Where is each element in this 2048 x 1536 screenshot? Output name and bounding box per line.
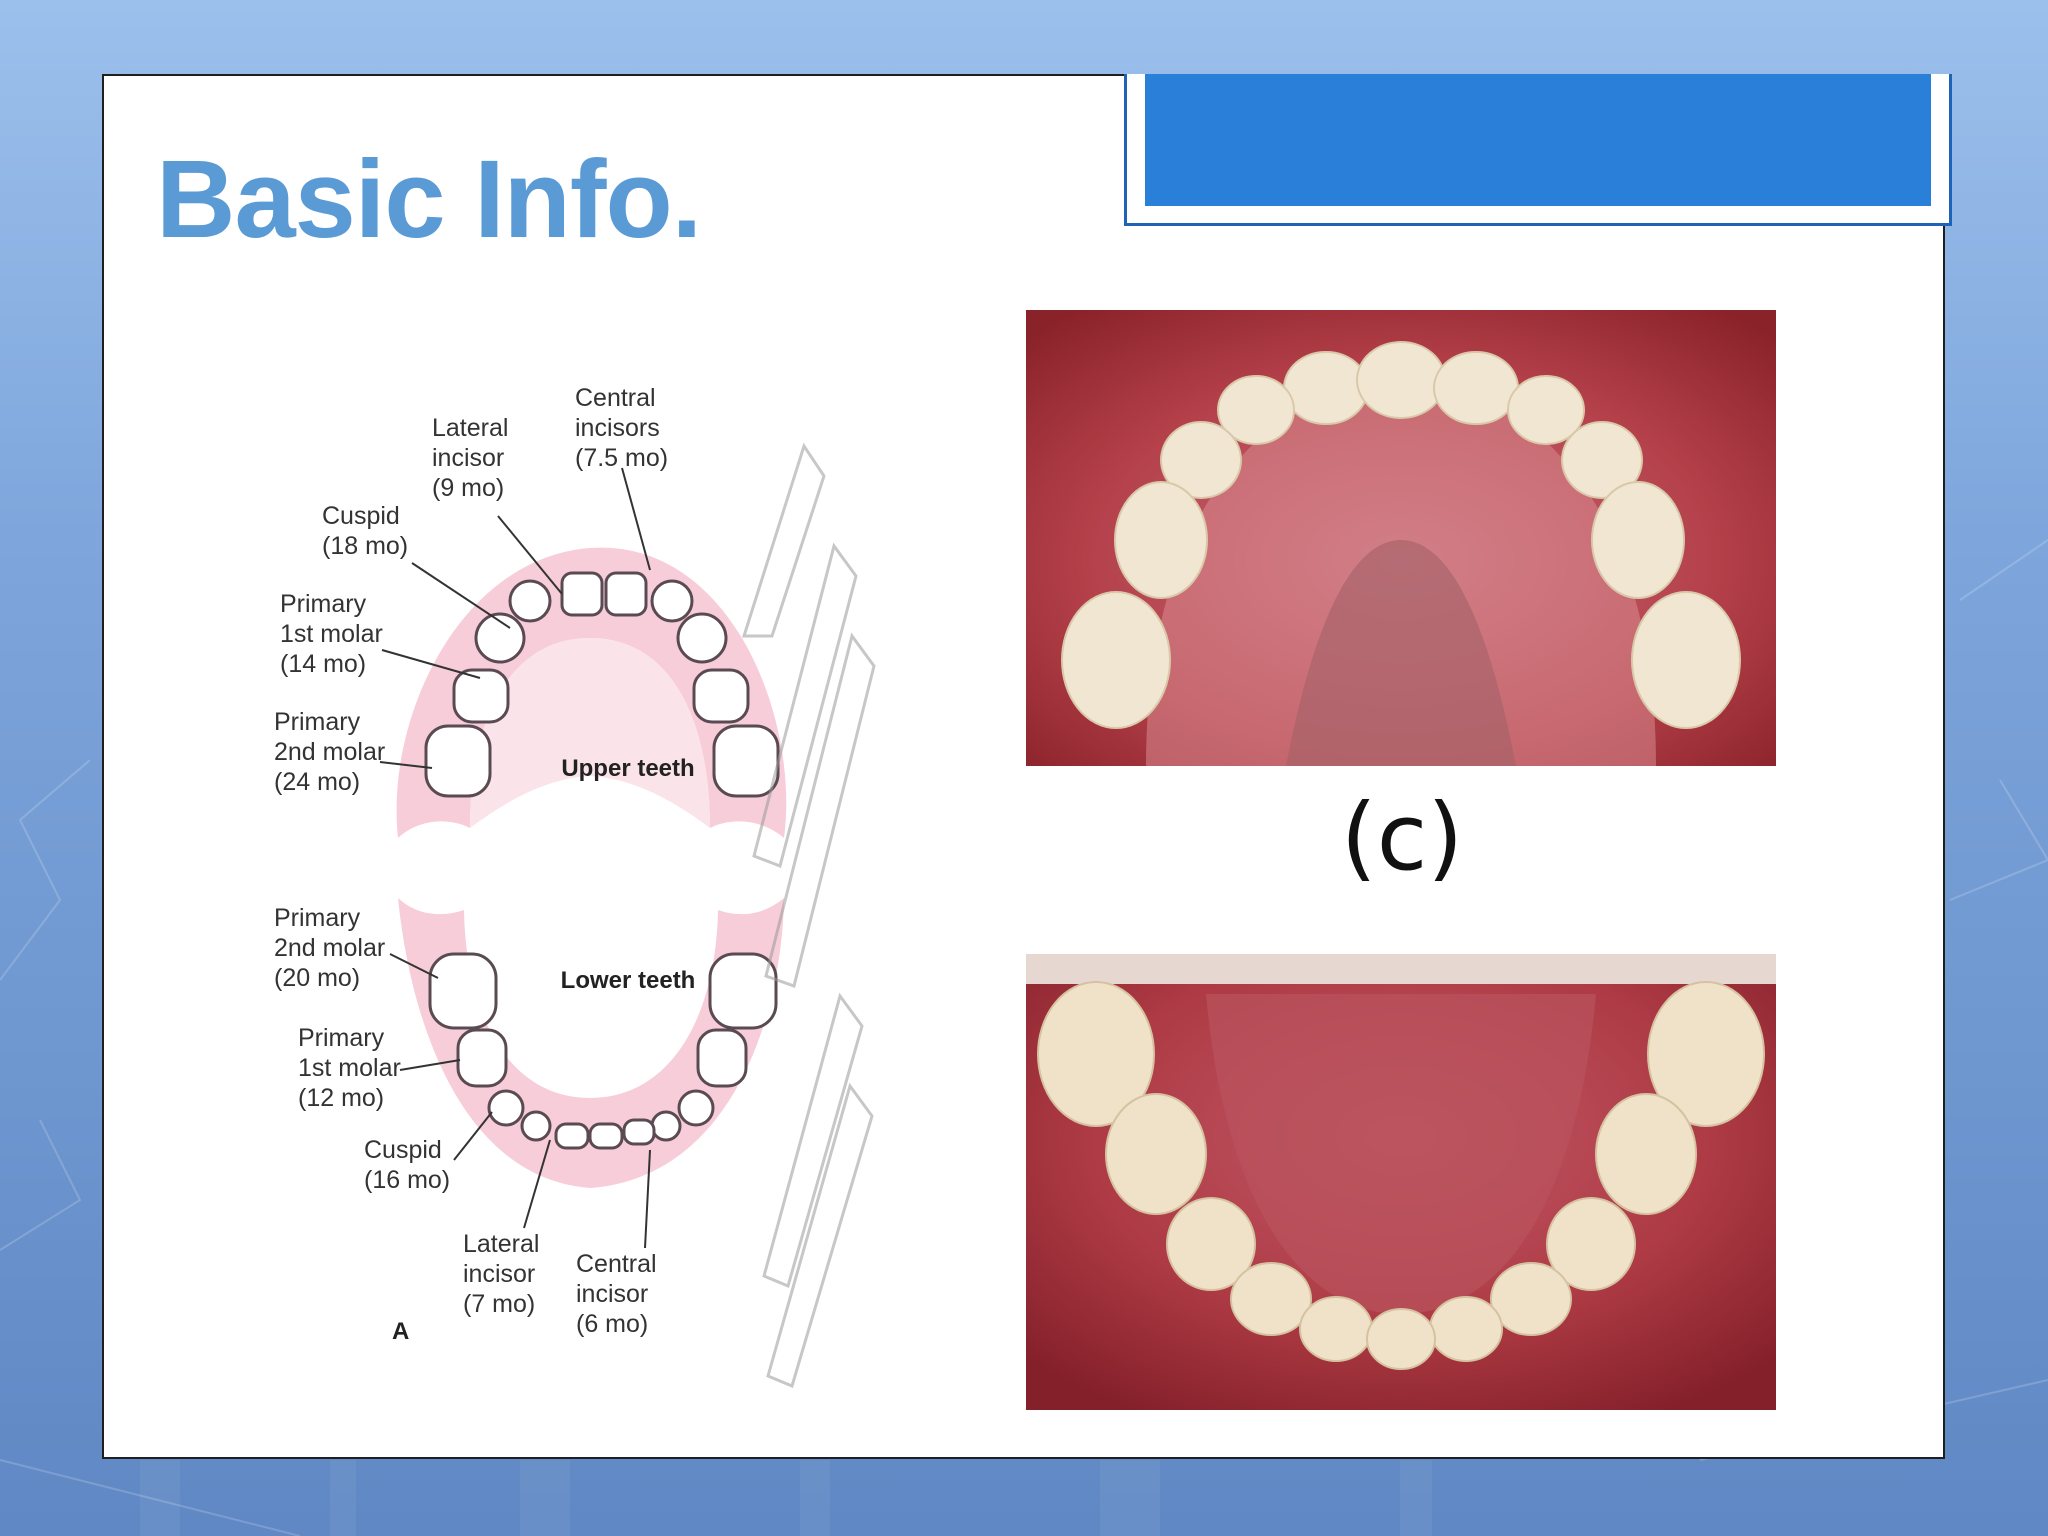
lower-teeth xyxy=(428,952,778,1150)
slide-panel: Basic Info. xyxy=(102,74,1952,1459)
upper-tooth-label-line: Central xyxy=(575,384,656,412)
upper-teeth xyxy=(424,571,780,798)
upper-tooth-label-line: incisors xyxy=(575,414,660,442)
header-box-fill xyxy=(1145,74,1931,206)
upper-tooth-label-2: Cuspid(18 mo) xyxy=(322,502,408,560)
header-box xyxy=(1124,74,1952,226)
leader-lines xyxy=(379,467,651,1249)
lower-tooth-label-line: Lateral xyxy=(463,1230,539,1258)
lower-tooth-label-line: 1st molar xyxy=(298,1054,401,1082)
lower-tooth-label-line: (12 mo) xyxy=(298,1084,384,1112)
upper-tooth-label-line: (14 mo) xyxy=(280,650,366,678)
lower-tooth-label-line: Primary xyxy=(298,1024,385,1052)
upper-tooth-label-line: (18 mo) xyxy=(322,532,408,560)
lower-tooth-label-2: Cuspid(16 mo) xyxy=(364,1136,450,1194)
lower-teeth-photo xyxy=(1026,954,1776,1410)
upper-teeth-photo xyxy=(1026,310,1776,766)
upper-tooth-label-line: 1st molar xyxy=(280,620,383,648)
slide-title: Basic Info. xyxy=(156,138,702,261)
photo-label: (c) xyxy=(1340,784,1464,891)
upper-teeth-label: Upper teeth xyxy=(561,755,694,782)
upper-tooth-label-line: (9 mo) xyxy=(432,474,504,502)
lower-tooth-label-line: Central xyxy=(576,1250,657,1278)
upper-tooth-label-line: Primary xyxy=(280,590,367,618)
lower-tooth-label-line: (6 mo) xyxy=(576,1310,648,1338)
lower-tooth-label-line: Cuspid xyxy=(364,1136,442,1164)
figure-letter: A xyxy=(392,1318,409,1345)
lower-tooth-label-line: 2nd molar xyxy=(274,934,385,962)
upper-tooth-label-line: (7.5 mo) xyxy=(575,444,668,472)
lower-tooth-label-line: (16 mo) xyxy=(364,1166,450,1194)
lower-tooth-label-line: incisor xyxy=(576,1280,648,1308)
upper-tooth-label-line: Lateral xyxy=(432,414,508,442)
lower-tooth-label-line: (7 mo) xyxy=(463,1290,535,1318)
lower-tooth-label-line: Primary xyxy=(274,904,361,932)
upper-tooth-label-line: Cuspid xyxy=(322,502,400,530)
upper-tooth-label-line: (24 mo) xyxy=(274,768,360,796)
upper-tooth-label-line: 2nd molar xyxy=(274,738,385,766)
lower-tooth-label-line: (20 mo) xyxy=(274,964,360,992)
upper-tooth-label-line: Primary xyxy=(274,708,361,736)
lower-tooth-label-line: incisor xyxy=(463,1260,535,1288)
lower-teeth-label: Lower teeth xyxy=(561,967,696,994)
upper-tooth-label-line: incisor xyxy=(432,444,504,472)
